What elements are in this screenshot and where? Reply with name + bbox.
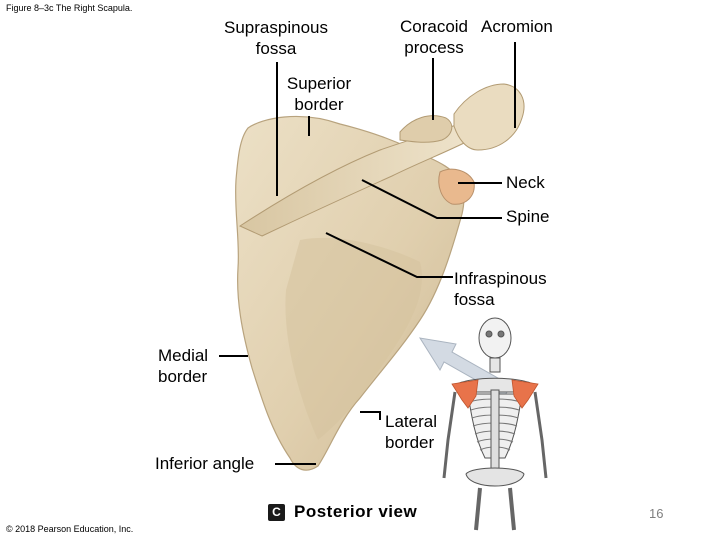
label-infraspinous-fossa: Infraspinous fossa — [454, 269, 547, 309]
label-superior-border: Superior border — [286, 74, 352, 114]
skeleton-inset — [442, 317, 548, 531]
scapula-highlight-right — [511, 379, 539, 409]
label-coracoid-process: Coracoid process — [399, 17, 469, 57]
view-badge: C — [268, 504, 285, 521]
figure-title: Figure 8–3c The Right Scapula. — [6, 3, 133, 13]
label-acromion: Acromion — [481, 17, 553, 36]
label-medial-border: Medial border — [158, 346, 209, 386]
label-inferior-angle: Inferior angle — [155, 454, 255, 473]
acromion-process — [453, 83, 525, 151]
label-lateral-border: Lateral border — [385, 412, 437, 452]
coracoid-process — [399, 115, 453, 143]
copyright: © 2018 Pearson Education, Inc. — [6, 524, 134, 534]
leader-lines — [219, 42, 516, 465]
scapula-highlight-left — [451, 379, 479, 409]
view-label: Posterior view — [294, 502, 418, 521]
label-neck: Neck — [506, 173, 545, 192]
label-spine: Spine — [506, 207, 550, 226]
glenoid-neck — [438, 168, 475, 205]
label-supraspinous-fossa: Supraspinous fossa — [224, 18, 328, 58]
page-number: 16 — [649, 506, 664, 521]
